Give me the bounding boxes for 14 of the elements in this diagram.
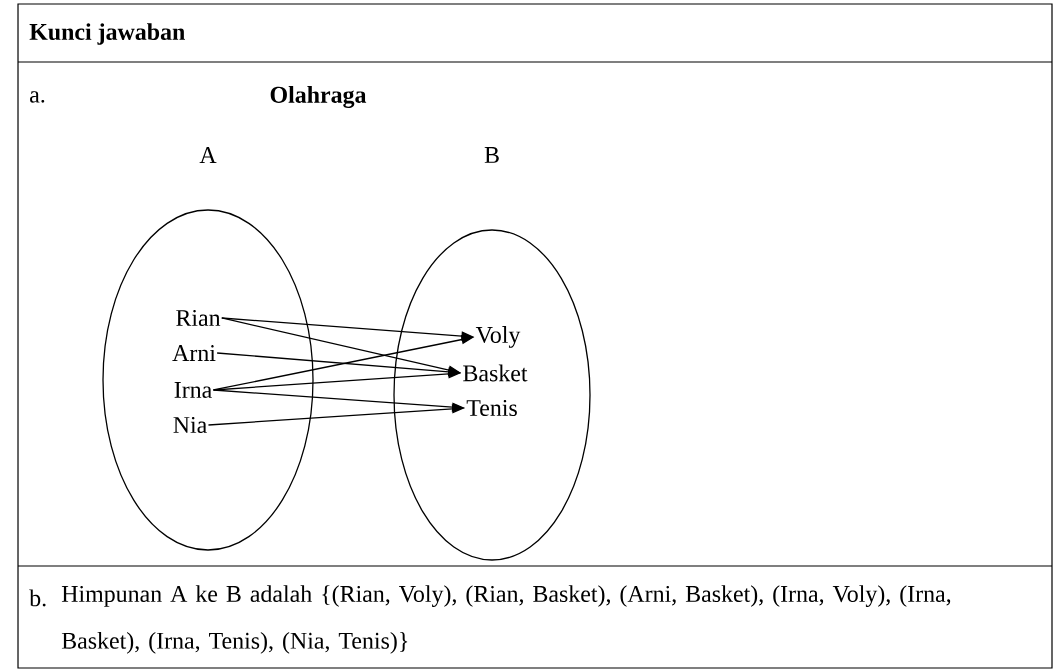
set-label: A — [199, 147, 217, 163]
element-label: Nia — [173, 416, 207, 433]
item-letter: b. — [29, 589, 46, 607]
element-label: Basket — [463, 364, 528, 382]
item-letter: a. — [30, 91, 45, 103]
element-label: Irna — [174, 382, 212, 398]
answer-text: Himpunan A ke B adalah {(Rian, Voly), (Rian, Basket), (Arni, Basket), (Irna, Voly), (Irna, Basket), (Irna, Tenis), (Nia, Tenis)} — [61, 585, 951, 654]
diagram-title: Olahraga — [270, 86, 367, 108]
element-label: Arni — [172, 345, 216, 361]
element-label: Tenis — [466, 399, 517, 416]
element-label: Voly — [475, 326, 521, 348]
element-label: Rian — [176, 309, 221, 326]
table-heading: Kunci jawaban — [29, 23, 185, 45]
set-label: B — [484, 147, 499, 163]
